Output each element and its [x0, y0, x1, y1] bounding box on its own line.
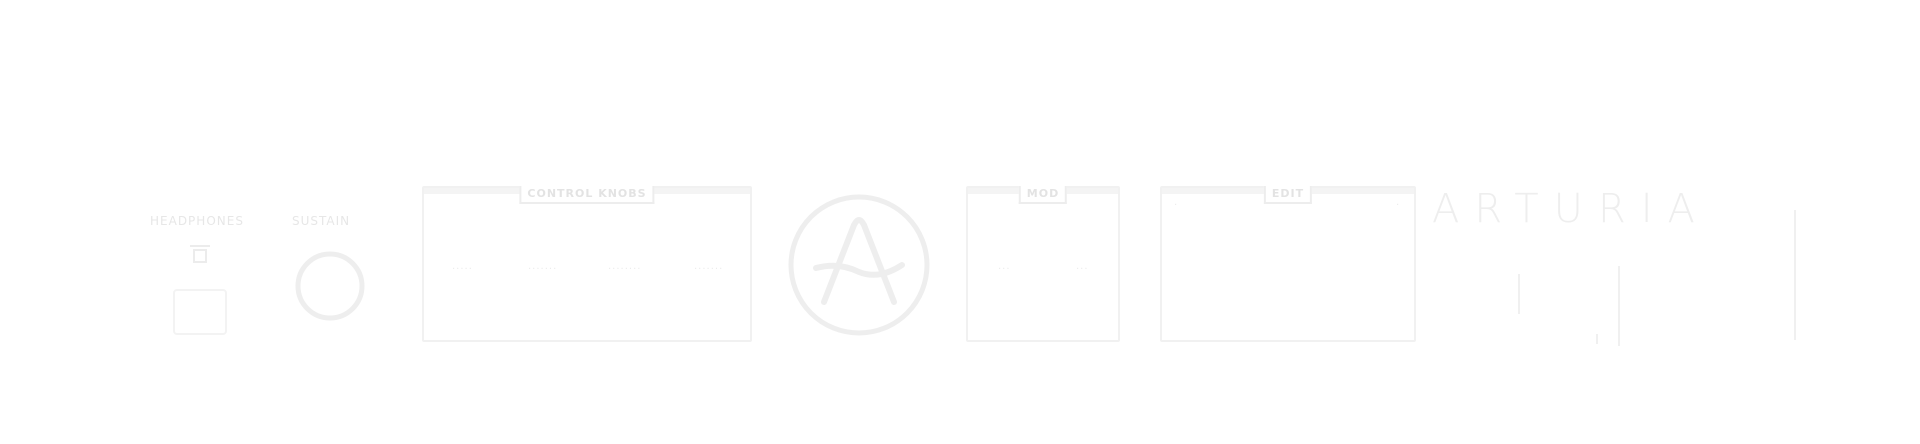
mod-panel: MOD ··· ··· — [966, 186, 1120, 342]
knob-4-label: ······· — [694, 264, 724, 275]
mod-knob-2-label: ··· — [1076, 264, 1089, 275]
edge-mark — [1596, 334, 1598, 344]
mod-knob-1-label: ··· — [998, 264, 1011, 275]
sustain-knob[interactable] — [290, 246, 370, 326]
headphones-label: HEADPHONES — [150, 214, 244, 228]
brand-wordmark: ARTURIA — [1432, 186, 1710, 232]
control-knobs-panel: CONTROL KNOBS ····· ······· ········ ···… — [422, 186, 752, 342]
control-knobs-tab: CONTROL KNOBS — [519, 186, 655, 204]
mod-tab: MOD — [1018, 186, 1068, 204]
arturia-logo-icon — [788, 194, 930, 336]
edit-tab: EDIT — [1263, 186, 1313, 204]
knob-2-label: ······· — [528, 264, 558, 275]
sustain-label: SUSTAIN — [292, 214, 351, 228]
knob-1-label: ····· — [452, 264, 473, 275]
edit-corner-right: · — [1396, 200, 1401, 211]
slider-track-1[interactable] — [1518, 274, 1520, 314]
slider-track-2[interactable] — [1618, 266, 1620, 346]
slider-track-3[interactable] — [1794, 210, 1796, 340]
edit-panel: EDIT · · — [1160, 186, 1416, 342]
knob-3-label: ········ — [608, 264, 642, 275]
headphones-jack-icon[interactable] — [168, 240, 232, 340]
edit-corner-left: · — [1174, 200, 1179, 211]
